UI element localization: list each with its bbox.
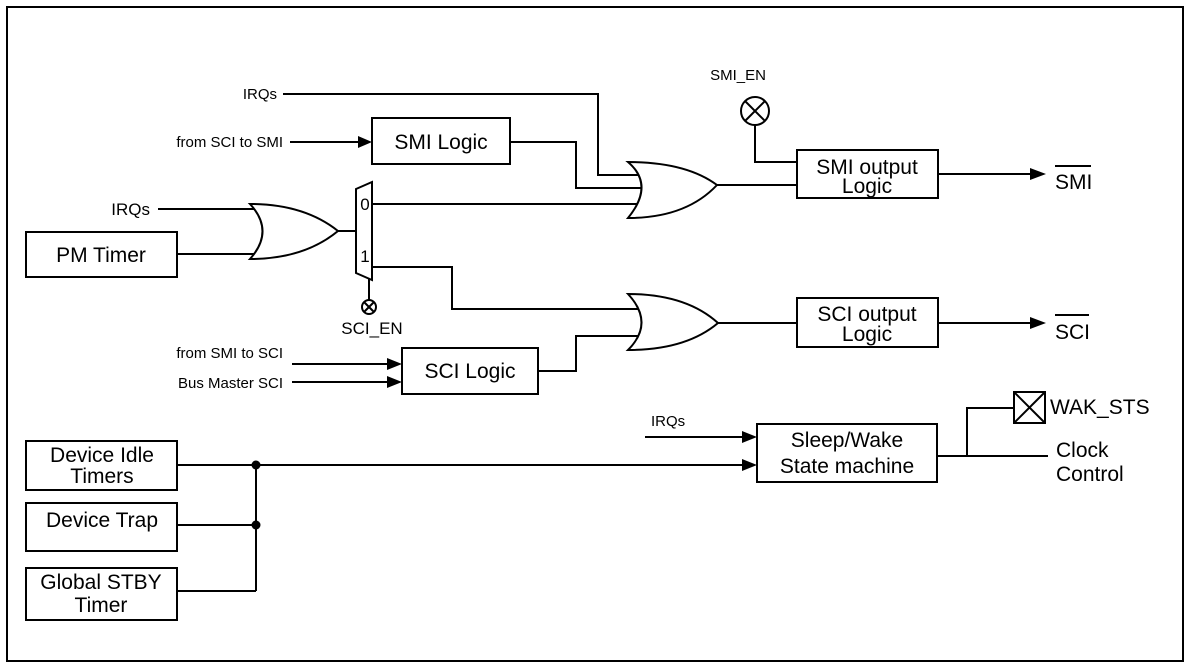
wak-sts-label: WAK_STS	[1050, 396, 1150, 419]
arrowheads	[358, 136, 1046, 471]
arrow-sleep-irqs	[742, 431, 757, 443]
smi-output-signal: SMI	[1055, 171, 1092, 194]
sci-en-label: SCI_EN	[341, 319, 402, 338]
arrow-smi-out	[1030, 168, 1046, 180]
sci-en-switch-icon	[361, 299, 377, 315]
device-idle-label-2: Timers	[70, 465, 133, 488]
mux-0-label: 0	[360, 195, 369, 214]
bus-master-sci-label: Bus Master SCI	[178, 375, 283, 392]
global-stby-label-1: Global STBY	[40, 571, 161, 594]
arrow-smi-logic-in	[358, 136, 372, 148]
smi-output-label-1: SMI output	[816, 156, 918, 179]
sleep-wake-label-1: Sleep/Wake	[791, 429, 903, 452]
or-gate-sci	[625, 292, 720, 352]
pm-timer-label: PM Timer	[56, 244, 146, 267]
or-gate-smi	[625, 160, 719, 220]
sci-logic-block	[401, 347, 539, 395]
or-gate-pm	[247, 202, 340, 261]
sci-logic-label: SCI Logic	[424, 360, 515, 383]
arrow-sci-out	[1030, 317, 1046, 329]
wires	[158, 93, 1048, 592]
mux	[355, 180, 373, 282]
smi-output-logic-block	[796, 149, 939, 199]
sleep-wake-label-2: State machine	[780, 455, 914, 478]
sci-output-label-1: SCI output	[817, 303, 916, 326]
irqs-pm-label: IRQs	[111, 200, 150, 219]
smi-logic-block	[371, 117, 511, 165]
device-idle-timers-block	[25, 440, 178, 491]
smi-output-label-2: Logic	[842, 175, 892, 198]
sci-output-label-2: Logic	[842, 323, 892, 346]
smi-logic-label: SMI Logic	[394, 131, 487, 154]
clock-control-label-1: Clock	[1056, 439, 1109, 462]
junction-dot	[251, 520, 261, 530]
smi-en-switch-icon	[740, 96, 770, 126]
device-trap-block	[25, 502, 178, 552]
pm-timer-block	[25, 231, 178, 278]
device-idle-label-1: Device Idle	[50, 444, 154, 467]
irqs-sleep-label: IRQs	[651, 413, 685, 430]
from-sci-to-smi-label: from SCI to SMI	[176, 134, 283, 151]
mux-1-label: 1	[360, 247, 369, 266]
wak-sts-status-icon	[1013, 391, 1046, 424]
global-stby-label-2: Timer	[75, 594, 128, 617]
irqs-top-label: IRQs	[243, 86, 277, 103]
sci-output-signal: SCI	[1055, 321, 1090, 344]
global-stby-timer-block	[25, 567, 178, 621]
from-smi-to-sci-label: from SMI to SCI	[176, 345, 283, 362]
diagram-frame	[6, 6, 1184, 662]
sci-output-logic-block	[796, 297, 939, 348]
device-trap-label: Device Trap	[46, 509, 158, 532]
junction-dot	[251, 460, 261, 470]
clock-control-label-2: Control	[1056, 463, 1124, 486]
sleep-wake-block	[756, 423, 938, 483]
arrow-sleep-timers	[742, 459, 757, 471]
smi-en-label: SMI_EN	[710, 67, 766, 84]
arrow-sci-logic-in-2	[387, 376, 402, 388]
arrow-sci-logic-in-1	[387, 358, 402, 370]
